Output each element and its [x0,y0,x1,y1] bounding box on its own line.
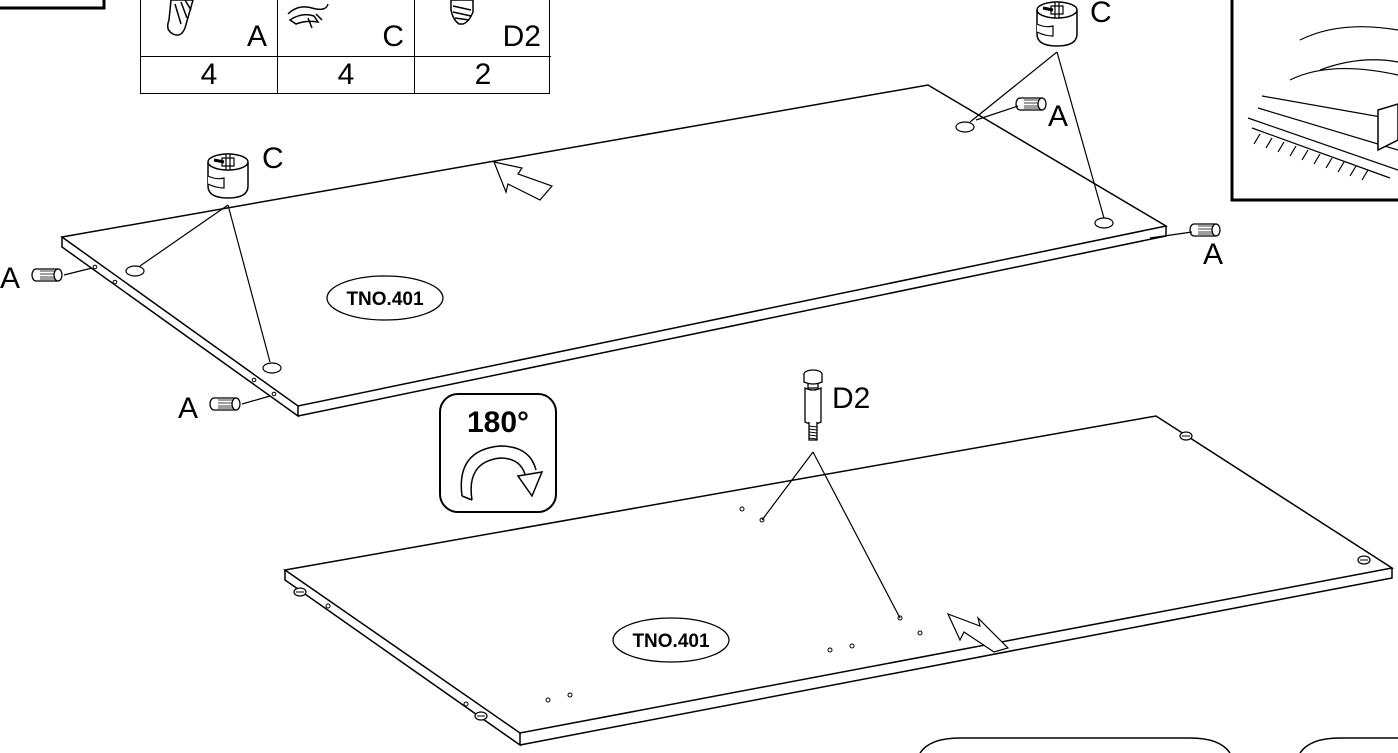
wooden-dowel-icon [166,0,194,36]
divider [415,56,551,57]
bottom-panel [283,415,1394,747]
top-panel [60,84,1169,418]
part-quantity: 4 [337,58,355,91]
divider [278,56,414,57]
part-code: D2 [502,20,541,53]
frame-corner [0,0,106,10]
parts-column-c: C 4 [278,0,415,93]
inset-detail [1230,0,1398,202]
cam-lock-icon [969,0,1105,219]
callout-dowel-right-lower: A [1203,238,1223,271]
parts-column-d2: D2 2 [415,0,551,93]
panel-label-bottom: TNO.401 [632,631,710,652]
partial-frame [1299,737,1398,753]
divider [141,56,277,57]
cam-bolt-icon [450,0,474,25]
cam-lock-icon [287,3,329,29]
wooden-dowel-icon [209,395,271,411]
part-quantity: 2 [474,58,492,91]
part-code: C [382,20,404,53]
cam-bolt-icon [761,369,901,619]
callout-dowel-left-upper: A [0,262,20,295]
callout-dowel-left-lower: A [178,392,198,425]
parts-column-a: A 4 [141,0,278,93]
cam-lock-icon [139,152,271,363]
part-code: A [246,20,267,53]
callout-cam-right: C [1090,0,1112,29]
part-quantity: 4 [200,58,218,91]
partial-frame [919,737,1231,753]
callout-dowel-right-upper: A [1048,100,1068,133]
rotate-arrow-icon [516,471,544,498]
wooden-dowel-icon [975,97,1047,121]
rotate-badge [439,393,557,513]
panel-label-top: TNO.401 [346,289,424,310]
callout-bolt: D2 [832,382,870,415]
rotate-label: 180° [467,406,529,439]
wooden-dowel-icon [31,267,93,282]
callout-cam-left: C [262,142,284,175]
parts-table: A 4 C 4 D2 2 [140,0,551,94]
wooden-dowel-icon [1149,223,1221,239]
